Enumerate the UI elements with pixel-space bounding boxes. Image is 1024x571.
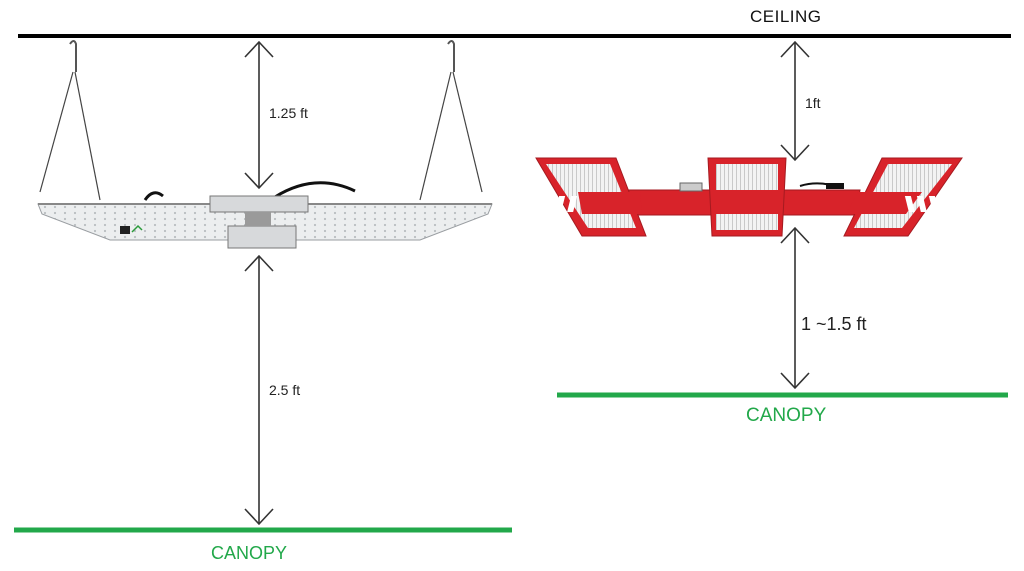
left-power-cable xyxy=(143,191,164,201)
right-ceiling-distance-arrow xyxy=(780,40,810,162)
right-canopy-distance-arrow xyxy=(780,226,810,390)
left-light-to-ceiling-distance: 1.25 ft xyxy=(269,105,308,121)
left-hanger-wires xyxy=(39,71,483,201)
left-ceiling-distance-arrow xyxy=(244,40,274,190)
ceiling-label: CEILING xyxy=(750,7,822,26)
left-hanger-hook-left xyxy=(69,40,77,72)
right-panel-right xyxy=(843,157,963,237)
right-grow-light xyxy=(535,157,963,237)
left-grow-light xyxy=(37,40,493,249)
left-canopy-label: CANOPY xyxy=(211,543,288,563)
right-light-to-canopy-distance: 1 ~1.5 ft xyxy=(801,314,867,334)
left-canopy-distance-arrow xyxy=(244,254,274,526)
left-power-cable-2 xyxy=(274,181,356,199)
left-light-to-canopy-distance: 2.5 ft xyxy=(269,382,301,398)
left-hanger-hook-right xyxy=(447,40,455,72)
right-panel-center xyxy=(707,157,787,237)
right-panel-left xyxy=(535,157,647,237)
left-driver-box xyxy=(209,195,309,213)
right-canopy-label: CANOPY xyxy=(746,405,827,426)
right-light-to-ceiling-distance: 1ft xyxy=(805,95,821,111)
